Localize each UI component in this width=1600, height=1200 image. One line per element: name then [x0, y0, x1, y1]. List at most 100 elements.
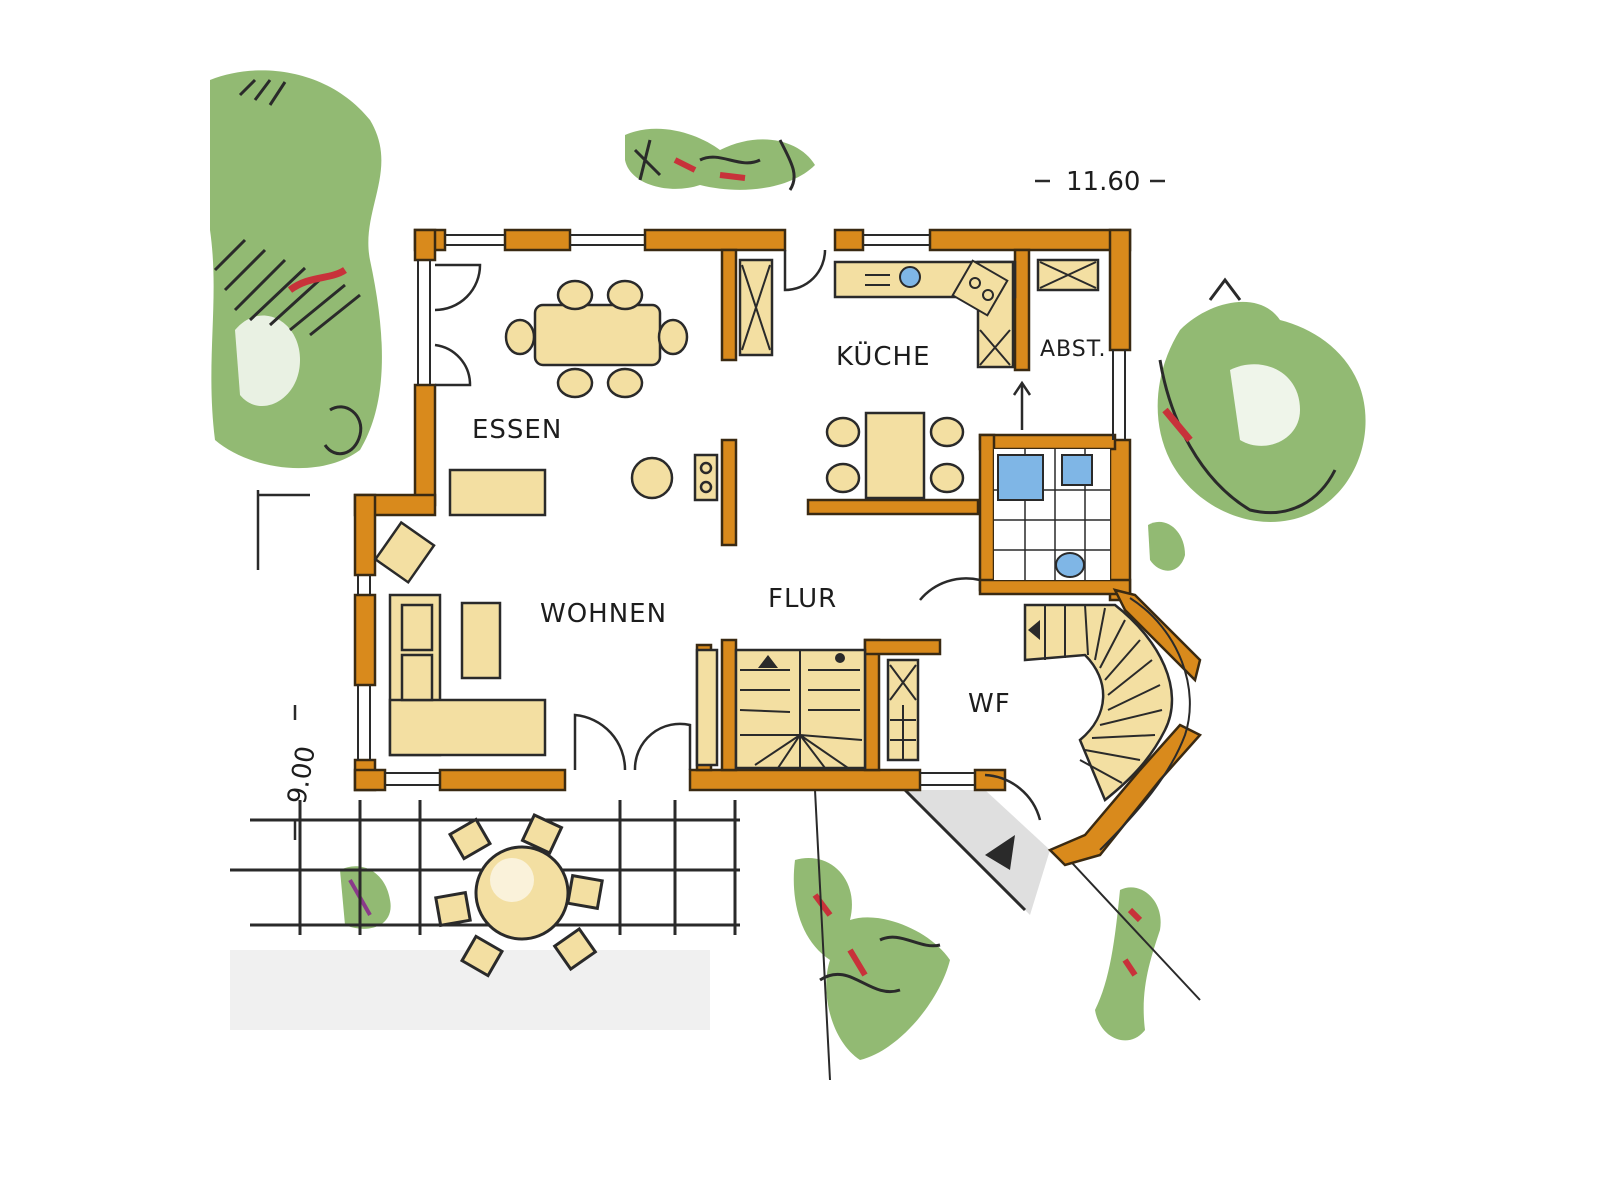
- dimension-width: 11.60: [1066, 167, 1140, 197]
- wall-top: [928, 228, 1132, 252]
- path-shadow: [905, 790, 1050, 915]
- stove-burner: [699, 480, 713, 494]
- terrace-chair: [447, 817, 493, 861]
- stairs-curved: [1023, 597, 1191, 851]
- bush-outline: [633, 139, 796, 191]
- dining-chair: [556, 279, 594, 311]
- shrub-accent: [1122, 907, 1143, 977]
- bush-top-center: [625, 128, 815, 191]
- door-swing: [434, 343, 472, 387]
- armchair: [630, 456, 674, 500]
- shrub-outline: [819, 935, 941, 994]
- wall-kitchen-bottom: [806, 498, 980, 516]
- window: [357, 685, 371, 760]
- wall-bath-left: [978, 433, 996, 592]
- kitchen-arrow: [1012, 380, 1032, 430]
- doors: [434, 249, 1042, 821]
- kitchen-chair: [825, 462, 861, 494]
- shrub-accent: [812, 893, 868, 977]
- terrace-chair: [520, 812, 564, 856]
- wall-right: [1108, 438, 1132, 602]
- dimension-lines: [256, 179, 1165, 840]
- round-table-highlight: [490, 858, 534, 902]
- terrace-chair: [459, 934, 505, 978]
- tree-hatch: [213, 78, 361, 337]
- wall-bath-bottom: [978, 578, 1132, 596]
- stair-down-dot: [835, 653, 845, 663]
- window: [570, 234, 645, 246]
- wall-bottom: [973, 768, 1007, 792]
- dining-chair: [606, 367, 644, 399]
- wall-bottom: [438, 768, 567, 792]
- wall-right: [1108, 228, 1132, 352]
- wall-stair-curve: [1047, 723, 1203, 867]
- shelf: [695, 648, 719, 767]
- shelf-x: [741, 264, 771, 351]
- shrub-terrace: [340, 866, 391, 929]
- pantry-x: [1039, 261, 1097, 289]
- window: [920, 772, 975, 786]
- tree-right: [1157, 277, 1366, 522]
- stair-curve-body: [1023, 603, 1174, 803]
- door-swing: [783, 249, 827, 292]
- window: [863, 234, 930, 246]
- terrace-chair: [552, 926, 598, 972]
- hob: [951, 259, 1009, 317]
- sofa-cushion: [400, 653, 434, 702]
- dining-chair: [657, 318, 689, 356]
- terrace: [230, 800, 740, 1030]
- dimension-depth: 9.00: [282, 744, 322, 806]
- door-swing: [984, 773, 1042, 821]
- stair-curve-treads: [1044, 604, 1163, 784]
- dim-line-left: [256, 490, 297, 840]
- wall-bottom: [688, 768, 922, 792]
- sink-basin: [899, 266, 921, 288]
- wall-abst: [1013, 248, 1031, 372]
- fixture-details: [741, 259, 1097, 760]
- stairs-main: [734, 648, 867, 770]
- shrub-bottom-center: [793, 858, 950, 1060]
- tree-outline: [1158, 277, 1337, 515]
- window: [445, 234, 505, 246]
- tree-foliage-light: [235, 315, 300, 407]
- terrace-chair: [566, 873, 604, 911]
- entry-arrow: [985, 835, 1015, 870]
- wall-bottom: [353, 768, 387, 792]
- kitchen-lines: [865, 274, 890, 286]
- stair-curve-rail: [1099, 597, 1191, 851]
- windows: [357, 234, 1126, 786]
- door-swing: [919, 577, 981, 601]
- dining-table: [533, 303, 662, 367]
- dining-chair: [556, 367, 594, 399]
- kitchen-table: [864, 411, 926, 500]
- corner-cabinet: [373, 520, 436, 585]
- bathroom: [994, 449, 1110, 580]
- bush-accent: [673, 157, 746, 181]
- wall-bath-top: [978, 433, 1117, 451]
- hob-ring: [982, 289, 994, 301]
- door-swing: [573, 713, 627, 771]
- room-label-wohnen: WOHNEN: [540, 599, 667, 629]
- toilet: [1055, 552, 1085, 578]
- wall-top: [503, 228, 572, 252]
- shrub-right-small: [1148, 521, 1185, 571]
- wall-stair-right: [863, 638, 881, 772]
- window: [417, 260, 431, 385]
- coffee-table: [460, 601, 502, 680]
- wall-left: [353, 593, 377, 687]
- kitchen-chair: [929, 462, 965, 494]
- furniture: [373, 258, 1100, 767]
- tree-foliage-light: [1230, 364, 1300, 446]
- shrub-outline: [323, 405, 363, 456]
- path-edge: [903, 788, 1027, 912]
- room-label-flur: FLUR: [768, 584, 837, 614]
- wall-left: [413, 228, 437, 262]
- door-swing: [633, 722, 692, 771]
- sideboard: [448, 468, 547, 517]
- wall-stair-curve: [1112, 588, 1202, 683]
- tree-foliage: [210, 70, 382, 469]
- wc-cabinet-x: [889, 664, 917, 701]
- tree-accent: [1162, 407, 1193, 443]
- sofa-seat: [388, 698, 547, 757]
- terrace-chair: [434, 890, 472, 928]
